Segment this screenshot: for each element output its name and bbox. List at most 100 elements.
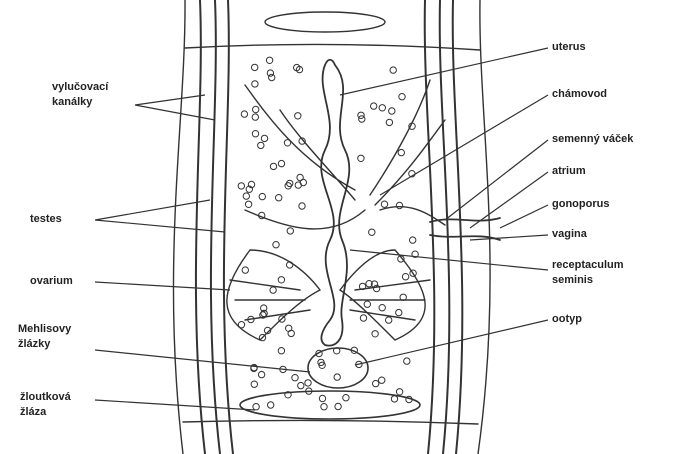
leader-testes <box>95 200 225 232</box>
testis-follicle <box>270 287 276 293</box>
testis-follicle <box>278 348 284 354</box>
testis-follicle <box>259 193 265 199</box>
segment-boundary-bottom <box>183 420 478 424</box>
testis-follicle <box>398 149 404 155</box>
testis-follicle <box>396 202 402 208</box>
excretory-canal-left <box>196 0 233 454</box>
testis-follicle <box>399 94 405 100</box>
testis-follicle <box>287 228 293 234</box>
label-chamovod: chámovod <box>552 87 607 102</box>
label-atrium: atrium <box>552 164 586 179</box>
testis-follicle <box>297 174 303 180</box>
testis-follicle <box>243 193 249 199</box>
testis-follicle <box>252 81 258 87</box>
leader-ootyp <box>355 320 548 365</box>
label-ovarium: ovarium <box>30 274 73 289</box>
testis-follicle <box>379 105 385 111</box>
testis-follicle <box>238 322 244 328</box>
testis-follicle <box>410 237 416 243</box>
testis-follicle <box>379 377 385 383</box>
testis-follicle <box>389 108 395 114</box>
testis-follicle <box>319 395 325 401</box>
testis-follicle <box>261 135 267 141</box>
testis-follicle <box>252 131 258 137</box>
testis-follicle <box>276 195 282 201</box>
leader-chamovod <box>380 95 548 195</box>
testis-follicle <box>295 113 301 119</box>
testis-follicle <box>364 301 370 307</box>
label-zloutkova-zlaza: žloutková žláza <box>20 390 71 420</box>
vitelline-gland <box>240 391 420 419</box>
testis-follicle <box>252 114 258 120</box>
leader-zloutkova-zlaza <box>95 400 255 410</box>
testis-follicle <box>238 183 244 189</box>
testis-follicle <box>396 389 402 395</box>
testis-follicle <box>292 375 298 381</box>
testis-follicle <box>298 382 304 388</box>
testis-follicle <box>284 140 290 146</box>
testis-follicle <box>252 64 258 70</box>
leader-uterus <box>340 48 548 95</box>
leader-ovarium <box>95 282 230 290</box>
label-gonoporus: gonoporus <box>552 197 609 212</box>
testis-follicle <box>269 74 275 80</box>
testis-follicle <box>386 119 392 125</box>
testis-follicle <box>270 163 276 169</box>
label-vagina: vagina <box>552 227 587 242</box>
testis-follicle <box>321 404 327 410</box>
testis-follicle <box>266 57 272 63</box>
testis-follicle <box>335 403 341 409</box>
testis-follicle <box>372 331 378 337</box>
top-cluster <box>265 12 385 32</box>
leader-semenny-vacek <box>445 140 548 220</box>
testis-follicle <box>371 103 377 109</box>
label-semenny-vacek: semenný váček <box>552 132 633 147</box>
testis-follicle <box>402 274 408 280</box>
testis-follicle <box>245 201 251 207</box>
testis-follicle <box>258 371 264 377</box>
testis-follicle <box>278 277 284 283</box>
testis-follicle <box>334 374 340 380</box>
ovary-right-lobes <box>340 250 430 340</box>
label-mehlisovy-zlazky: Mehlisovy žlázky <box>18 322 71 352</box>
testis-follicle <box>242 267 248 273</box>
testis-follicle <box>360 315 366 321</box>
segment-outline-right <box>478 0 490 454</box>
testis-follicle <box>391 396 397 402</box>
testis-follicle <box>373 380 379 386</box>
testis-follicle <box>381 201 387 207</box>
testis-follicle <box>295 182 301 188</box>
ovary-left-lobes <box>227 250 320 340</box>
testis-follicle <box>358 155 364 161</box>
testis-follicle <box>390 67 396 73</box>
testis-follicle <box>258 142 264 148</box>
testis-follicle <box>359 116 365 122</box>
label-receptaculum-seminis: receptaculum seminis <box>552 258 624 288</box>
testis-follicle <box>305 380 311 386</box>
testis-follicle <box>379 305 385 311</box>
testis-follicle <box>278 160 284 166</box>
leader-mehlisovy-zlazky <box>95 350 310 372</box>
testis-follicle <box>386 317 392 323</box>
testis-follicle <box>267 70 273 76</box>
label-vylucovaci-kanalky: vylučovací kanálky <box>52 80 108 110</box>
testis-follicle <box>404 358 410 364</box>
testis-follicle <box>369 229 375 235</box>
label-ootyp: ootyp <box>552 312 582 327</box>
testis-follicle <box>253 404 259 410</box>
testis-follicle <box>241 111 247 117</box>
leader-atrium <box>470 172 548 228</box>
label-uterus: uterus <box>552 40 586 55</box>
sperm-duct-branches <box>245 80 445 229</box>
leader-vylucovaci-kanalky <box>135 95 215 120</box>
testis-follicle <box>286 325 292 331</box>
testis-follicle <box>251 381 257 387</box>
testis-follicle <box>253 106 259 112</box>
label-testes: testes <box>30 212 62 227</box>
uterus <box>321 60 349 346</box>
testis-follicle <box>299 203 305 209</box>
leader-gonoporus <box>500 205 548 228</box>
testis-follicle <box>273 242 279 248</box>
testis-follicle <box>396 309 402 315</box>
